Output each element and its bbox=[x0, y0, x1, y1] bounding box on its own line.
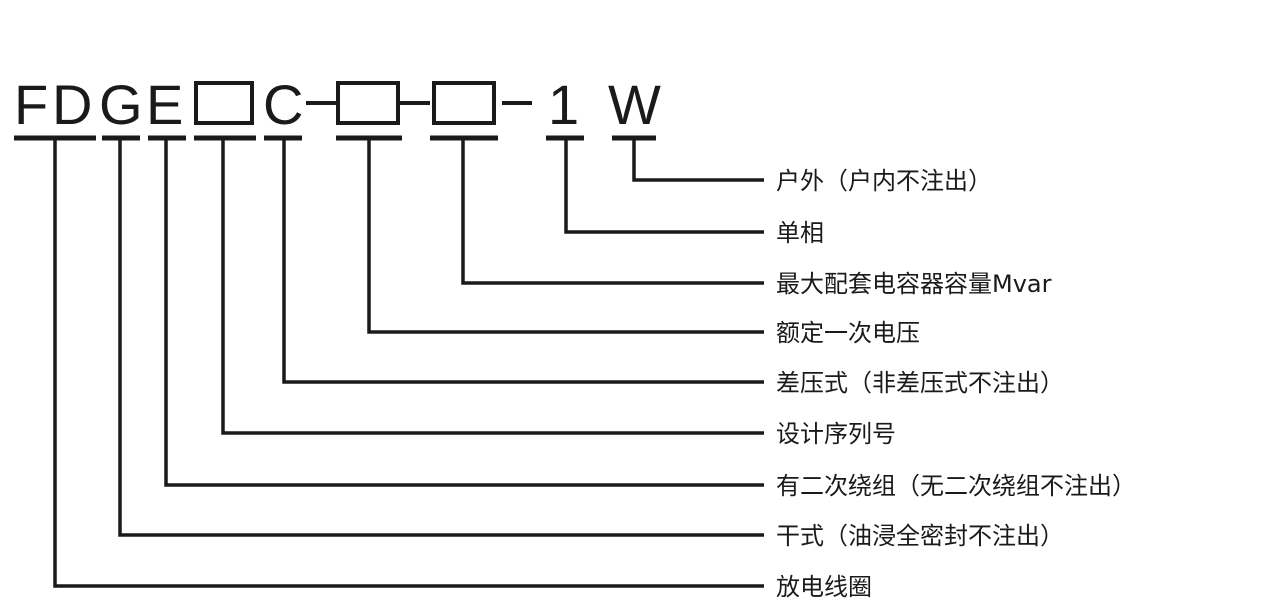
legend-outdoor: 户外（户内不注出） bbox=[776, 167, 992, 195]
legend-design-serial: 设计序列号 bbox=[776, 420, 896, 448]
leader-line-w bbox=[632, 138, 764, 182]
code-letter-c: C bbox=[263, 73, 303, 136]
leader-line-box2 bbox=[367, 138, 764, 334]
leader-line-fd bbox=[53, 138, 764, 588]
placeholder-box-capacitor-capacity bbox=[432, 81, 496, 125]
leader-line-box3 bbox=[461, 138, 764, 285]
code-letter-e: E bbox=[146, 73, 183, 136]
leader-line-c bbox=[282, 138, 764, 384]
code-digit-1: 1 bbox=[548, 73, 579, 136]
leader-line-e bbox=[164, 138, 764, 487]
code-letter-f: F bbox=[14, 73, 48, 136]
legend-max-capacitor-capacity: 最大配套电容器容量Mvar bbox=[776, 270, 1052, 298]
leader-line-box1 bbox=[221, 138, 764, 435]
legend-single-phase: 单相 bbox=[776, 219, 824, 247]
code-letter-d: D bbox=[52, 73, 92, 136]
legend-differential-type: 差压式（非差压式不注出） bbox=[776, 369, 1064, 397]
legend-rated-primary-voltage: 额定一次电压 bbox=[776, 319, 920, 347]
placeholder-box-design-serial bbox=[194, 81, 254, 125]
legend-secondary-winding: 有二次绕组（无二次绕组不注出） bbox=[776, 472, 1136, 500]
code-letter-g: G bbox=[99, 73, 143, 136]
placeholder-box-rated-voltage bbox=[336, 81, 400, 125]
leader-line-g bbox=[118, 138, 764, 537]
code-letter-w: W bbox=[608, 73, 661, 136]
leader-line-1 bbox=[564, 138, 764, 234]
legend-discharge-coil: 放电线圈 bbox=[776, 573, 872, 601]
legend-dry-type: 干式（油浸全密封不注出） bbox=[776, 522, 1064, 550]
